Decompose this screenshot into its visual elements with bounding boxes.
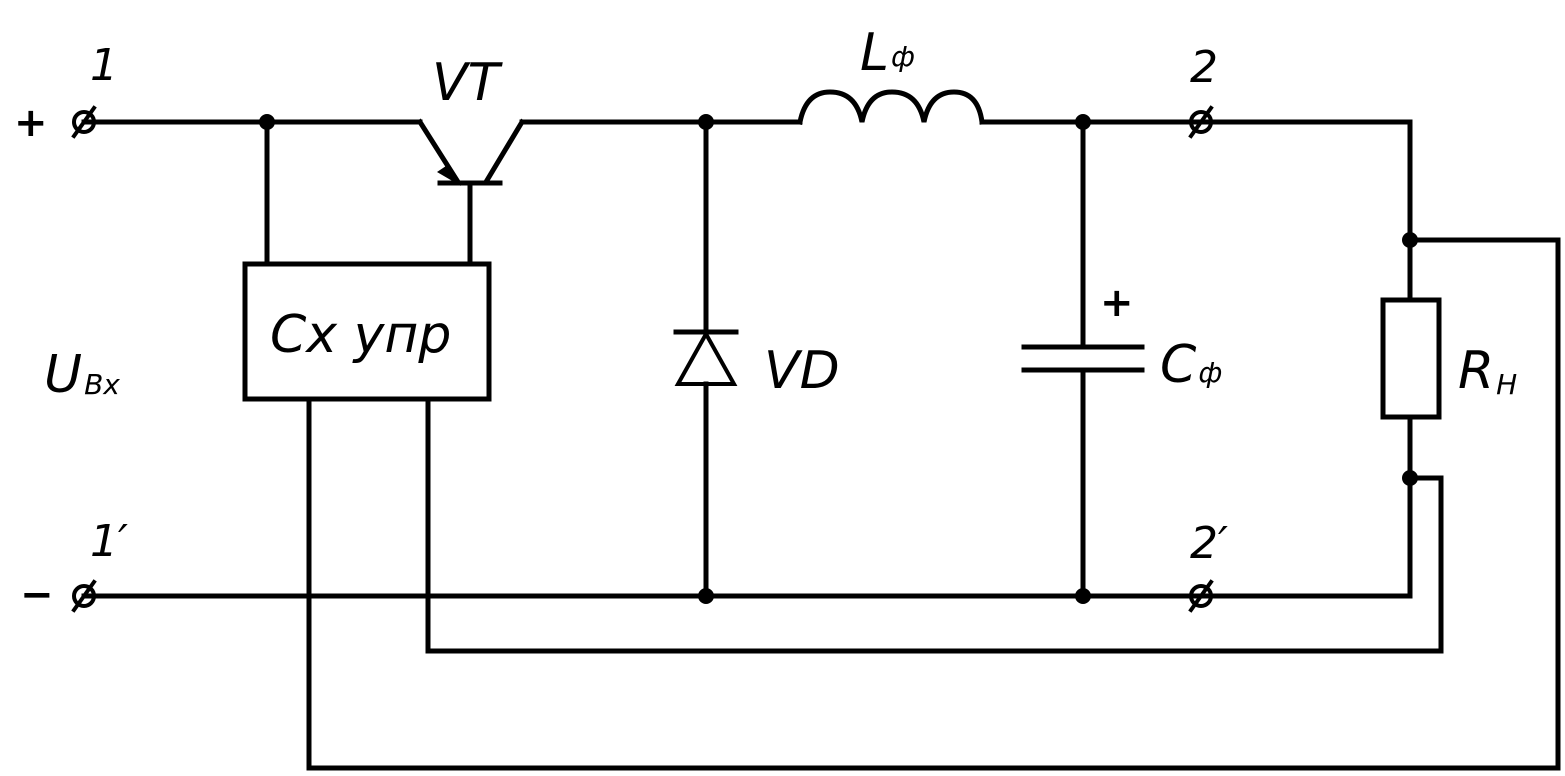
resistor-label: RН bbox=[1458, 341, 1517, 401]
junction-dot bbox=[1075, 114, 1091, 130]
resistor-rn bbox=[1380, 119, 1442, 599]
terminal-1-prime bbox=[71, 579, 97, 613]
capacitor-label: Cф bbox=[1160, 335, 1222, 395]
terminal-1 bbox=[71, 105, 97, 139]
terminal-2 bbox=[1188, 105, 1214, 139]
transistor-vt bbox=[416, 118, 526, 267]
terminal-2-label: 2 bbox=[1190, 42, 1218, 93]
junction-dot bbox=[1402, 470, 1418, 486]
capacitor-cf bbox=[1021, 119, 1145, 599]
junction-dot bbox=[259, 114, 275, 130]
capacitor-polarity-plus: + bbox=[1100, 280, 1134, 326]
minus-sign: − bbox=[20, 572, 54, 618]
diode-label: VD bbox=[764, 341, 840, 401]
control-block bbox=[242, 261, 492, 402]
terminal-1-label: 1 bbox=[90, 40, 118, 91]
inductor-label: Lф bbox=[860, 23, 915, 83]
inductor-lf bbox=[797, 89, 985, 125]
transistor-arrow-icon bbox=[437, 164, 461, 186]
terminal-2-prime bbox=[1188, 579, 1214, 613]
control-block-label: Сх упр bbox=[270, 305, 451, 365]
plus-sign: + bbox=[14, 100, 48, 146]
diode-vd bbox=[673, 119, 739, 599]
input-voltage-label: UВх bbox=[44, 345, 120, 405]
junction-dot bbox=[1075, 588, 1091, 604]
terminal-2-prime-label: 2′ bbox=[1190, 518, 1228, 569]
transistor-label: VT bbox=[432, 53, 504, 113]
junction-dot bbox=[698, 114, 714, 130]
junction-dot bbox=[698, 588, 714, 604]
terminal-1-prime-label: 1′ bbox=[90, 516, 128, 567]
junction-dot bbox=[1402, 232, 1418, 248]
